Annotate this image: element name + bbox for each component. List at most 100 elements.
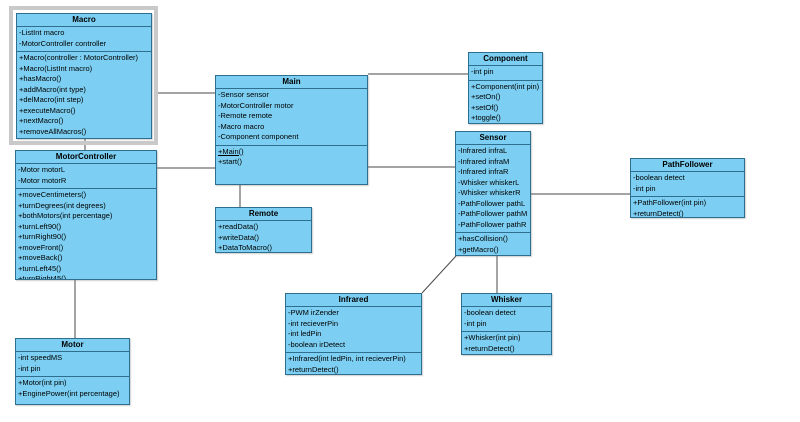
member-row: +returnDetect() [288,364,339,374]
member-row: -int pin [464,318,487,328]
member-row: +hasMacro() [19,74,62,83]
methods-compartment: +Macro(controller : MotorController)+Mac… [17,52,151,138]
class-box-main[interactable]: Main -Sensor sensor-MotorController moto… [215,75,368,185]
member-row: +moveBack() [18,253,63,262]
class-title: MotorController [16,151,156,164]
attributes-compartment: -int speedMS-int pin [16,352,129,377]
member-row: -MotorController controller [19,38,107,48]
methods-compartment: +Motor(int pin)+EnginePower(int percenta… [16,377,129,404]
member-row: +returnDetect() [633,208,684,218]
member-row: -PathFollower pathR [458,219,527,229]
class-box-macro[interactable]: Macro -ListInt macro-MotorController con… [16,13,152,139]
member-row: -boolean detect [633,173,685,182]
member-row: +turnRight90() [18,232,67,241]
member-row: +turnDegrees(int degrees) [18,200,106,210]
member-row: -Infrared infraM [458,156,510,166]
member-row: -int speedMS [18,353,63,362]
methods-compartment: +readData()+writeData()+DataToMacro() [216,221,311,252]
member-row: +returnDetect() [464,343,515,353]
attributes-compartment: -ListInt macro-MotorController controlle… [17,27,151,52]
member-row: -boolean irDetect [288,339,346,349]
class-title: Infrared [286,294,421,307]
class-box-pathfollower[interactable]: PathFollower -boolean detect-int pin +Pa… [630,158,745,218]
member-row: -PathFollower pathM [458,209,528,218]
class-box-component[interactable]: Component -int pin +Component(int pin)+s… [468,52,543,124]
member-row: +Component(int pin) [471,81,540,91]
member-row: -Motor motorR [18,175,67,185]
methods-compartment: +Whisker(int pin)+returnDetect() [462,332,551,354]
member-row: +Main() [218,146,244,156]
attributes-compartment: -boolean detect-int pin [631,172,744,197]
attributes-compartment: -Motor motorL-Motor motorR [16,164,156,189]
class-title: Whisker [462,294,551,307]
methods-compartment: +moveCentimeters()+turnDegrees(int degre… [16,189,156,279]
member-row: -Macro macro [218,121,265,131]
attributes-compartment: -int pin [469,66,542,81]
member-row: +Macro(ListInt macro) [19,63,93,73]
class-box-motorcontroller[interactable]: MotorController -Motor motorL-Motor moto… [15,150,157,280]
member-row: -Remote remote [218,111,273,120]
attributes-compartment: -Infrared infraL-Infrared infraM-Infrare… [456,145,530,233]
member-row: -Infrared infraR [458,167,509,176]
member-row: -Infrared infraL [458,146,508,155]
class-title: Sensor [456,132,530,145]
class-title: Macro [17,14,151,27]
class-title: Main [216,76,367,89]
methods-compartment: +PathFollower(int pin)+returnDetect() [631,197,744,217]
member-row: +turnLeft90() [18,221,62,231]
member-row: +delMacro(int step) [19,95,84,104]
member-row: +bothMotors(int percentage) [18,211,113,220]
methods-compartment: +Component(int pin)+setOn()+setOf()+togg… [469,81,542,124]
member-row: +executeMacro() [19,105,76,115]
class-title: Motor [16,339,129,352]
selection-frame [9,6,158,145]
methods-compartment: +hasCollision()+getMacro() [456,233,530,255]
connector-sensor-infrared[interactable] [421,255,457,294]
member-row: -Whisker whiskerR [458,188,521,197]
member-row: +EnginePower(int percentage) [18,388,120,398]
member-row: +readData() [218,222,259,231]
class-title: Remote [216,208,311,221]
member-row: +turnRight45() [18,274,67,279]
methods-compartment: +Infrared(int ledPin, int recieverPin)+r… [286,353,421,374]
member-row: -ListInt macro [19,28,65,37]
member-row: +hasCollision() [458,234,508,243]
member-row: +PathFollower(int pin) [633,198,707,207]
member-row: +nextMacro() [19,116,64,125]
class-box-remote[interactable]: Remote +readData()+writeData()+DataToMac… [215,207,312,253]
class-box-sensor[interactable]: Sensor -Infrared infraL-Infrared infraM-… [455,131,531,256]
member-row: -int pin [633,183,656,193]
member-row: +setOn() [471,92,501,101]
member-row: -Component component [218,132,299,141]
attributes-compartment: -PWM irZender-int recieverPin-int ledPin… [286,307,421,353]
member-row: -PathFollower pathL [458,198,526,208]
member-row: -Sensor sensor [218,90,269,99]
class-title: PathFollower [631,159,744,172]
class-box-whisker[interactable]: Whisker -boolean detect-int pin +Whisker… [461,293,552,355]
member-row: +setOf() [471,102,499,112]
attributes-compartment: -boolean detect-int pin [462,307,551,332]
member-row: +DataToMacro() [218,243,272,252]
member-row: +start() [218,157,242,166]
member-row: -int pin [18,363,41,373]
member-row: +removeAllMacros() [19,126,87,136]
member-row: +moveCentimeters() [18,190,87,199]
member-row: +Whisker(int pin) [464,333,521,342]
member-row: +turnLeft45() [18,263,62,273]
member-row: -Motor motorL [18,165,66,174]
class-box-motor[interactable]: Motor -int speedMS-int pin +Motor(int pi… [15,338,130,405]
member-row: +Motor(int pin) [18,378,67,387]
methods-compartment: +Main()+start() [216,146,367,185]
member-row: +addMacro(int type) [19,84,86,94]
class-box-infrared[interactable]: Infrared -PWM irZender-int recieverPin-i… [285,293,422,375]
class-title: Component [469,53,542,66]
member-row: -Whisker whiskerL [458,177,520,187]
member-row: +Macro(controller : MotorController) [19,53,138,62]
member-row: +toggle() [471,113,501,122]
member-row: +Infrared(int ledPin, int recieverPin) [288,354,406,363]
member-row: -boolean detect [464,308,516,317]
member-row: -MotorController motor [218,100,294,110]
attributes-compartment: -Sensor sensor-MotorController motor-Rem… [216,89,367,146]
